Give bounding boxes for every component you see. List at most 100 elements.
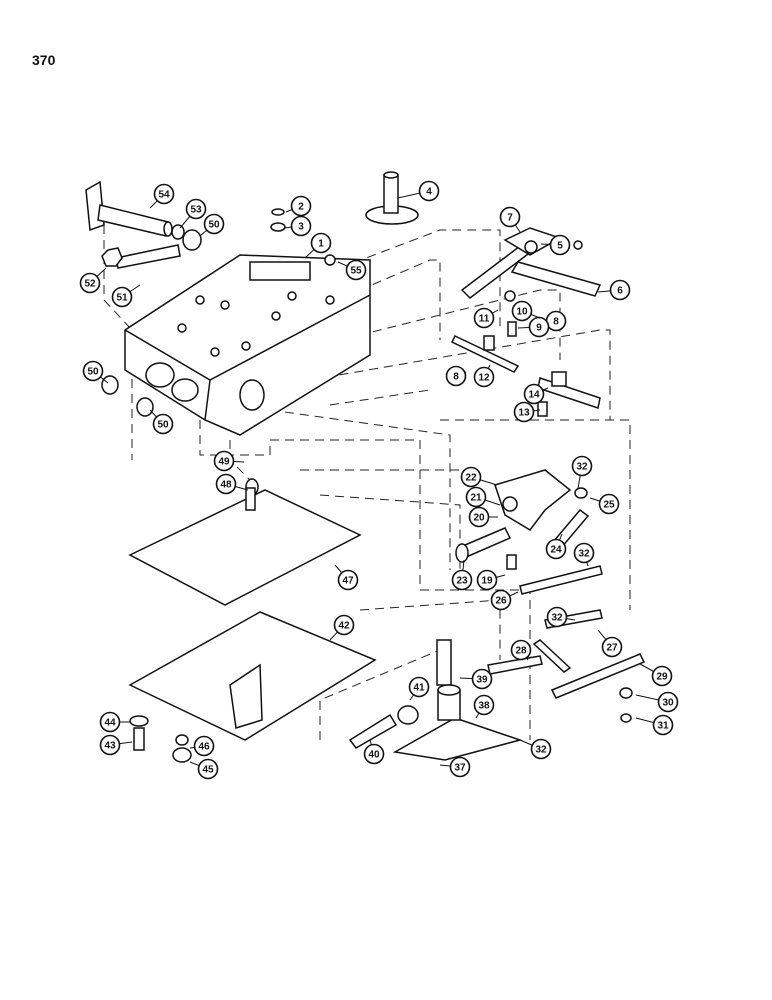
callout-label: 8 <box>453 372 459 383</box>
callout-label: 47 <box>342 576 354 587</box>
callout-circle <box>310 232 332 254</box>
callout-54: 54 <box>153 183 175 205</box>
callout-label: 9 <box>536 323 542 334</box>
callout-circle <box>99 711 121 733</box>
callout-label: 48 <box>220 480 232 491</box>
callout-circle <box>499 206 521 228</box>
callout-32a: 32 <box>571 455 593 477</box>
callout-label: 50 <box>208 220 220 231</box>
callout-circle <box>601 636 623 658</box>
upper-linkage-parts <box>365 171 602 417</box>
callout-8a: 8 <box>545 310 567 332</box>
callout-layer: 1234567889101112131419202122232425262728… <box>79 180 679 780</box>
callout-circle <box>185 198 207 220</box>
valve-housing <box>124 254 371 436</box>
callout-10: 10 <box>511 300 533 322</box>
callout-14: 14 <box>523 383 545 405</box>
callout-label: 32 <box>576 462 588 473</box>
callout-label: 42 <box>338 621 350 632</box>
callout-22: 22 <box>460 466 482 488</box>
callout-5: 5 <box>549 234 571 256</box>
callout-circle <box>333 614 355 636</box>
callout-32c: 32 <box>546 606 568 628</box>
callout-20: 20 <box>468 506 490 528</box>
callout-11: 11 <box>473 307 495 329</box>
callout-circle <box>651 665 673 687</box>
callout-label: 43 <box>104 741 116 752</box>
callout-44: 44 <box>99 711 121 733</box>
callout-19: 19 <box>476 569 498 591</box>
callout-label: 53 <box>190 205 202 216</box>
callout-circle <box>99 734 121 756</box>
callout-circle <box>460 466 482 488</box>
callout-49: 49 <box>213 450 235 472</box>
callout-circle <box>490 589 512 611</box>
callout-label: 49 <box>218 457 230 468</box>
callout-label: 12 <box>478 373 490 384</box>
callout-30: 30 <box>657 691 679 713</box>
callout-29: 29 <box>651 665 673 687</box>
callout-label: 39 <box>476 675 488 686</box>
callout-circle <box>345 259 367 281</box>
callout-31: 31 <box>652 714 674 736</box>
callout-48: 48 <box>215 473 237 495</box>
callout-label: 26 <box>495 596 507 607</box>
callout-circle <box>152 413 174 435</box>
callout-circle <box>213 450 235 472</box>
callout-circle <box>598 493 620 515</box>
callout-circle <box>215 473 237 495</box>
callout-circle <box>546 606 568 628</box>
callout-label: 40 <box>368 750 380 761</box>
callout-8b: 8 <box>445 365 467 387</box>
callout-circle <box>418 180 440 202</box>
callout-label: 13 <box>518 408 530 419</box>
callout-circle <box>451 569 473 591</box>
callout-32d: 32 <box>530 738 552 760</box>
callout-circle <box>449 756 471 778</box>
callout-label: 7 <box>507 213 513 224</box>
callout-1: 1 <box>310 232 332 254</box>
callout-circle <box>153 183 175 205</box>
callout-label: 52 <box>84 279 96 290</box>
callout-label: 44 <box>104 718 116 729</box>
callout-46: 46 <box>193 735 215 757</box>
callout-43: 43 <box>99 734 121 756</box>
callout-circle <box>290 215 312 237</box>
callout-circle <box>549 234 571 256</box>
callout-4: 4 <box>418 180 440 202</box>
callout-circle <box>111 286 133 308</box>
callout-label: 54 <box>158 190 170 201</box>
lower-linkage-parts <box>129 639 543 763</box>
callout-label: 10 <box>516 307 528 318</box>
callout-24: 24 <box>545 538 567 560</box>
callout-50c: 50 <box>152 413 174 435</box>
callout-45: 45 <box>197 758 219 780</box>
callout-circle <box>290 195 312 217</box>
callout-label: 41 <box>413 683 425 694</box>
callout-circle <box>79 272 101 294</box>
callout-label: 46 <box>198 742 210 753</box>
callout-label: 19 <box>481 576 493 587</box>
callout-circle <box>657 691 679 713</box>
callout-circle <box>511 300 533 322</box>
callout-23: 23 <box>451 569 473 591</box>
callout-50a: 50 <box>203 213 225 235</box>
callout-circle <box>445 365 467 387</box>
callout-circle <box>193 735 215 757</box>
callout-28: 28 <box>510 639 532 661</box>
callout-label: 32 <box>551 613 563 624</box>
gasket-and-cover <box>128 478 377 741</box>
callout-53: 53 <box>185 198 207 220</box>
callout-52: 52 <box>79 272 101 294</box>
callout-label: 37 <box>454 763 466 774</box>
callout-40: 40 <box>363 743 385 765</box>
callout-label: 38 <box>478 701 490 712</box>
callout-27: 27 <box>601 636 623 658</box>
callout-label: 11 <box>479 314 490 325</box>
callout-circle <box>573 542 595 564</box>
callout-label: 51 <box>116 293 128 304</box>
callout-label: 32 <box>578 549 590 560</box>
callout-51: 51 <box>111 286 133 308</box>
callout-circle <box>473 694 495 716</box>
